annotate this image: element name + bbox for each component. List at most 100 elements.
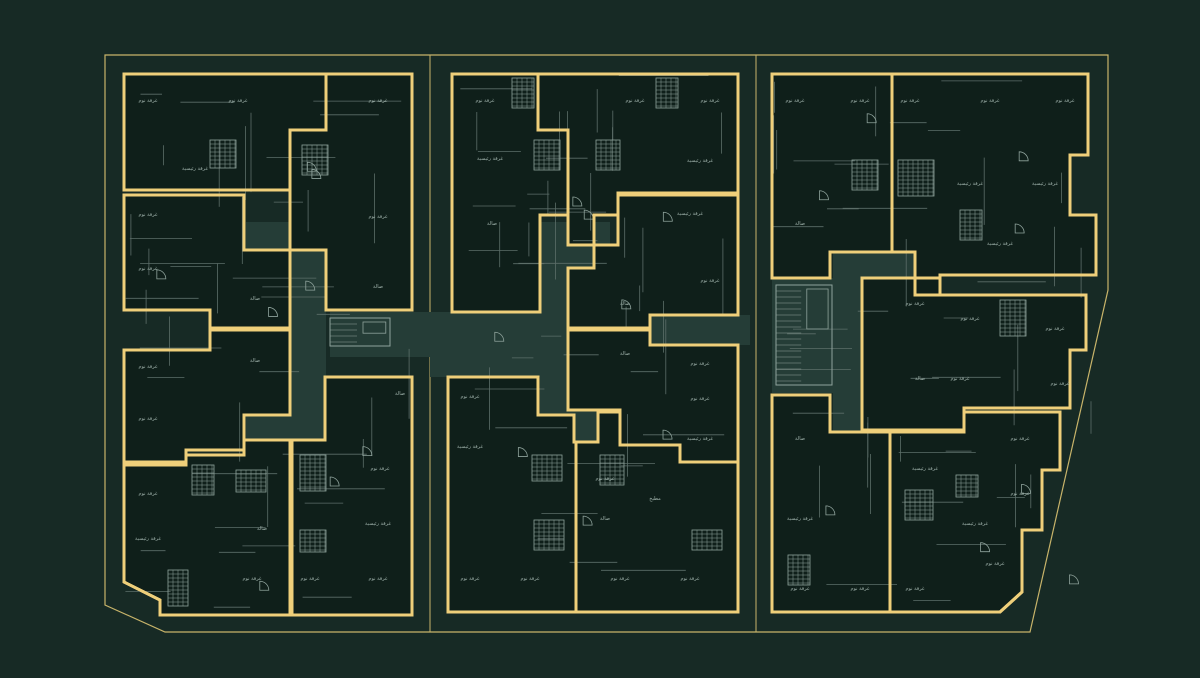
- door-arc: [268, 307, 278, 317]
- wet-area-hatch: [531, 454, 563, 482]
- room-label-living: صالة: [795, 221, 805, 227]
- room-label-bedroom: غرفة نوم: [138, 416, 157, 422]
- door-arc: [494, 331, 505, 342]
- room-label-bedroom: غرفة نوم: [520, 576, 539, 582]
- room-label-master-bedroom: غرفة رئيسية: [365, 521, 391, 527]
- unit-outline-8: [536, 72, 740, 247]
- stair-cores: [167, 77, 1027, 607]
- room-label-bedroom: غرفة نوم: [960, 316, 979, 322]
- site-boundary: [104, 54, 1109, 633]
- room-label-bedroom: غرفة نوم: [1010, 491, 1029, 497]
- room-label-bedroom: غرفة نوم: [368, 576, 387, 582]
- unit-outline-11: [446, 375, 578, 614]
- wet-area-hatch: [209, 139, 237, 169]
- wet-area-hatch: [787, 554, 811, 586]
- room-label-bedroom: غرفة نوم: [370, 466, 389, 472]
- room-labels: غرفة نوم غرفة نوم غرفة نوم غرفة رئيسية غرفة …: [135, 98, 1075, 592]
- door-arc: [1021, 483, 1031, 494]
- door-arc: [825, 505, 836, 516]
- room-label-bedroom: غرفة نوم: [138, 364, 157, 370]
- room-label-master-bedroom: غرفة رئيسية: [962, 521, 988, 527]
- room-label-bedroom: غرفة نوم: [690, 396, 709, 402]
- room-label-bedroom: غرفة نوم: [368, 98, 387, 104]
- room-label-bedroom: غرفة نوم: [300, 576, 319, 582]
- room-label-master-bedroom: غرفة رئيسية: [687, 158, 713, 164]
- door-arc: [572, 196, 583, 207]
- apartment-units: [122, 72, 1098, 617]
- unit-outline-17: [888, 410, 1062, 614]
- door-arc: [980, 542, 990, 553]
- room-label-bedroom: غرفة نوم: [850, 98, 869, 104]
- room-label-living: صالة: [620, 301, 630, 307]
- door-arc: [1014, 223, 1025, 234]
- room-label-bedroom: غرفة نوم: [700, 98, 719, 104]
- door-arc: [259, 580, 270, 591]
- room-label-bedroom: غرفة نوم: [985, 561, 1004, 567]
- corridor-mid-link: [430, 312, 540, 377]
- corridor-mid-right: [650, 315, 750, 345]
- unit-outline-14: [890, 72, 1098, 297]
- room-label-bedroom: غرفة نوم: [610, 576, 629, 582]
- room-label-living: صالة: [250, 358, 260, 364]
- room-label-bedroom: غرفة نوم: [1045, 326, 1064, 332]
- room-label-bedroom: غرفة نوم: [228, 98, 247, 104]
- unit-outline-3: [122, 193, 292, 330]
- room-label-master-bedroom: غرفة رئيسية: [135, 536, 161, 542]
- room-label-bedroom: غرفة نوم: [138, 98, 157, 104]
- room-label-living: صالة: [250, 296, 260, 302]
- room-label-bedroom: غرفة نوم: [460, 394, 479, 400]
- room-label-living: صالة: [795, 436, 805, 442]
- wet-area-hatch: [301, 144, 329, 176]
- room-label-master-bedroom: غرفة رئيسية: [957, 181, 983, 187]
- wet-area-hatch: [299, 454, 327, 492]
- room-label-bedroom: غرفة نوم: [950, 376, 969, 382]
- room-label-bedroom: غرفة نوم: [1055, 98, 1074, 104]
- room-label-bedroom: غرفة نوم: [1050, 381, 1069, 387]
- room-label-living: صالة: [373, 284, 383, 290]
- room-label-bedroom: غرفة نوم: [242, 576, 261, 582]
- room-label-living: صالة: [487, 221, 497, 227]
- wet-area-hatch: [533, 519, 565, 551]
- room-label-master-bedroom: غرفة رئيسية: [477, 156, 503, 162]
- room-label-bedroom: غرفة نوم: [625, 98, 644, 104]
- room-label-bedroom: غرفة نوم: [595, 476, 614, 482]
- wet-area-hatch: [191, 464, 215, 496]
- corridor-left-link: [330, 312, 435, 357]
- wet-area-hatch: [655, 77, 679, 109]
- room-label-master-bedroom: غرفة رئيسية: [912, 466, 938, 472]
- wet-area-hatch: [897, 159, 935, 197]
- room-label-bedroom: غرفة نوم: [700, 278, 719, 284]
- door-arc: [329, 476, 340, 487]
- room-label-master-bedroom: غرفة رئيسية: [677, 211, 703, 217]
- room-label-living: صالة: [600, 516, 610, 522]
- room-label-kitchen: مطبخ: [649, 496, 661, 502]
- wet-area-hatch: [955, 474, 979, 498]
- wet-area-hatch: [299, 529, 327, 553]
- wet-area-hatch: [167, 569, 189, 607]
- room-label-bedroom: غرفة نوم: [690, 361, 709, 367]
- stair-core: [329, 317, 391, 347]
- room-label-bedroom: غرفة نوم: [475, 98, 494, 104]
- room-label-bedroom: غرفة نوم: [980, 98, 999, 104]
- room-label-master-bedroom: غرفة رئيسية: [182, 166, 208, 172]
- room-label-living: صالة: [257, 526, 267, 532]
- door-arc: [156, 269, 167, 280]
- room-label-master-bedroom: غرفة رئيسية: [987, 241, 1013, 247]
- room-label-master-bedroom: غرفة رئيسية: [687, 436, 713, 442]
- room-label-bedroom: غرفة نوم: [1010, 436, 1029, 442]
- door-arc: [517, 447, 528, 457]
- room-label-living: صالة: [395, 391, 405, 397]
- wet-area-hatch: [691, 529, 723, 551]
- unit-outline-9: [566, 193, 740, 330]
- door-arc: [582, 515, 593, 526]
- wet-area-hatch: [511, 77, 535, 109]
- door-arc: [866, 113, 877, 124]
- unit-outlines: [122, 72, 1098, 617]
- unit-outline-15: [860, 276, 1088, 432]
- wet-area-hatch: [959, 209, 983, 241]
- room-label-master-bedroom: غرفة رئيسية: [457, 444, 483, 450]
- room-label-living: صالة: [915, 376, 925, 382]
- room-label-bedroom: غرفة نوم: [850, 586, 869, 592]
- unit-outline-5: [122, 438, 292, 617]
